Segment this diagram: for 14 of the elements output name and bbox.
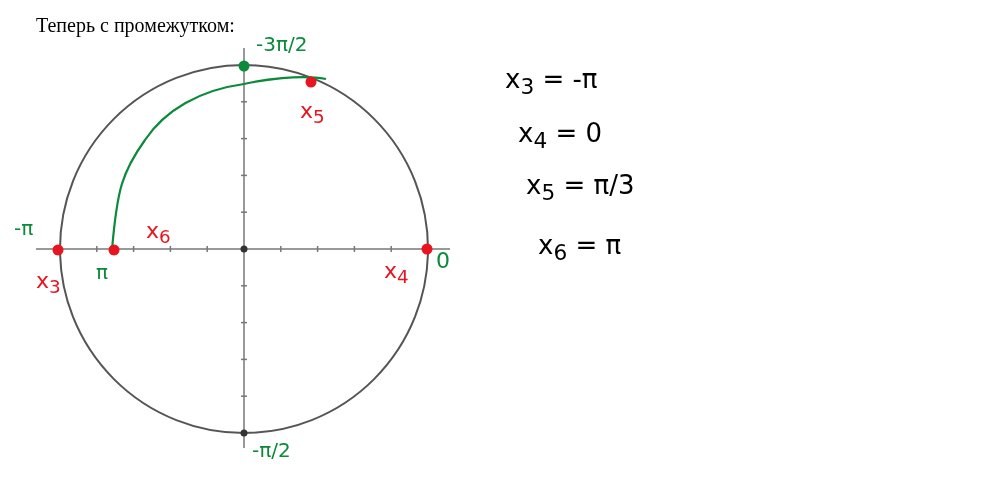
point-label: x$_{5}$ — [300, 100, 325, 127]
angle-label: -3π/2 — [256, 34, 308, 54]
angle-label: -π/2 — [252, 440, 291, 460]
equation: x$_{6}$ = π — [538, 232, 622, 264]
point-label: x$_{3}$ — [36, 270, 61, 297]
angle-label: π — [96, 262, 109, 282]
heading: Теперь с промежутком: — [36, 14, 235, 37]
equation: x$_{3}$ = -π — [505, 66, 598, 98]
point-label: x$_{4}$ — [384, 260, 409, 287]
point-label: x$_{6}$ — [146, 220, 171, 247]
angle-label: -π — [14, 218, 34, 238]
equation: x$_{4}$ = 0 — [518, 120, 603, 152]
angle-label: 0 — [436, 250, 450, 272]
equation: x$_{5}$ = π/3 — [526, 172, 635, 204]
